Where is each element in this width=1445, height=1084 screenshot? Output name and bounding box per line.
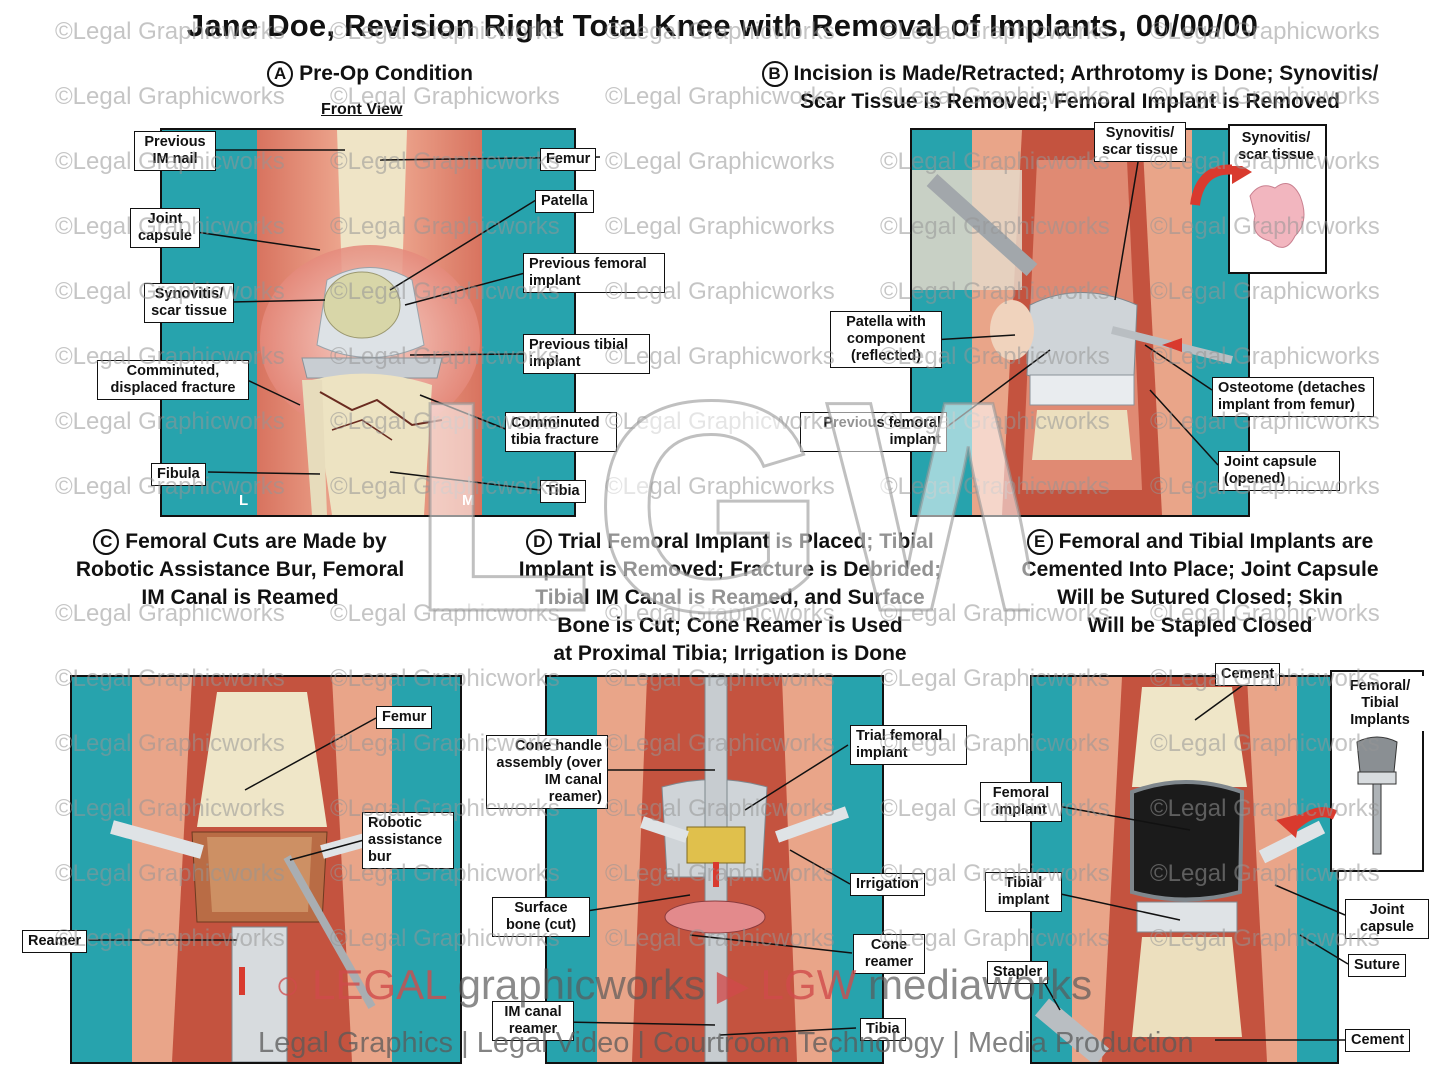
section-d-letter: D xyxy=(526,529,553,555)
implant-sample-icon xyxy=(1356,736,1398,855)
label-femur-c: Femur xyxy=(376,706,433,729)
knee-illustration-c xyxy=(110,677,414,1062)
front-view-label: Front View xyxy=(321,101,403,118)
knee-illustration-e xyxy=(1034,677,1326,1062)
label-synovitis-inset: Synovitis/ scar tissue xyxy=(1232,128,1320,166)
logo-legal: LEGAL xyxy=(312,961,446,1008)
panel-d-trial-implant xyxy=(545,675,884,1064)
scar-tissue-sample-icon xyxy=(1249,183,1305,248)
footer-logo: ○ LEGAL graphicworks ▶ LGW mediaworks xyxy=(275,960,1092,1009)
panel-e-cemented-implants xyxy=(1030,675,1339,1064)
label-previous-femoral-implant-a: Previous femoral implant xyxy=(523,253,665,293)
label-reamer: Reamer xyxy=(22,930,88,953)
label-tibia-d: Tibia xyxy=(860,1018,906,1041)
label-fibula: Fibula xyxy=(151,463,206,486)
panel-c-femoral-cuts xyxy=(70,675,462,1064)
label-cement-bottom: Cement xyxy=(1345,1029,1411,1052)
logo-graphicworks: graphicworks xyxy=(457,961,706,1008)
label-comminuted-tibia-fracture: Comminuted tibia fracture xyxy=(505,412,617,452)
logo-play-icon: ▶ xyxy=(716,961,749,1008)
label-femoral-implant-e: Femoral implant xyxy=(980,782,1062,822)
label-previous-im-nail: Previous IM nail xyxy=(134,131,216,171)
label-stapler: Stapler xyxy=(987,961,1049,984)
label-osteotome: Osteotome (detaches implant from femur) xyxy=(1212,377,1374,417)
section-b-letter: B xyxy=(761,61,788,87)
label-synovitis-b: Synovitis/ scar tissue xyxy=(1094,122,1186,162)
watermark-text: ©Legal Graphicworks xyxy=(605,148,835,175)
label-robotic-assistance-bur: Robotic assistance bur xyxy=(362,812,454,869)
label-irrigation: Irrigation xyxy=(850,873,925,896)
label-joint-capsule-e: Joint capsule xyxy=(1345,899,1429,939)
knee-illustration-d xyxy=(597,677,850,1062)
label-patella-with-component: Patella with component (reflected) xyxy=(830,311,942,368)
label-cone-handle-assembly: Cone handle assembly (over IM canal ream… xyxy=(486,735,608,809)
label-suture: Suture xyxy=(1348,954,1406,977)
footer-tagline: Legal Graphics | Legal Video | Courtroom… xyxy=(258,1027,1194,1059)
label-comminuted-displaced-fracture: Comminuted, displaced fracture xyxy=(97,360,249,400)
main-title: Jane Doe, Revision Right Total Knee with… xyxy=(186,8,1259,43)
watermark-text: ©Legal Graphicworks xyxy=(605,213,835,240)
watermark-text: ©Legal Graphicworks xyxy=(605,473,835,500)
label-joint-capsule-opened: Joint capsule (opened) xyxy=(1218,451,1340,491)
label-cone-reamer: Cone reamer xyxy=(853,934,925,974)
label-patella: Patella xyxy=(535,190,594,213)
label-tibia-a: Tibia xyxy=(540,480,586,503)
label-trial-femoral-implant: Trial femoral implant xyxy=(850,725,967,765)
lateral-side-label: L xyxy=(239,492,249,509)
label-surface-bone-cut: Surface bone (cut) xyxy=(492,897,590,937)
section-a-letter: A xyxy=(267,61,294,87)
knee-illustration-b xyxy=(912,130,1233,515)
label-tibial-implant: Tibial implant xyxy=(985,872,1062,912)
logo-lgw: LGW xyxy=(760,961,857,1008)
label-previous-femoral-implant-b: Previous femoral implant xyxy=(800,412,947,452)
label-previous-tibial-implant: Previous tibial implant xyxy=(523,334,650,374)
label-synovitis-a: Synovitis/ scar tissue xyxy=(144,283,234,323)
section-c-letter: C xyxy=(93,529,120,555)
label-cement-top: Cement xyxy=(1215,663,1281,686)
label-im-canal-reamer: IM canal reamer xyxy=(492,1001,574,1041)
medial-side-label: M xyxy=(462,492,475,509)
label-femur-a: Femur xyxy=(540,148,597,171)
label-implants-inset-title: Femoral/ Tibial Implants xyxy=(1336,676,1424,731)
logo-circle-icon: ○ xyxy=(275,961,301,1008)
panel-b-incision xyxy=(910,128,1250,517)
logo-mediaworks: mediaworks xyxy=(868,961,1093,1008)
section-e-letter: E xyxy=(1026,529,1053,555)
label-joint-capsule-a: Joint capsule xyxy=(130,208,200,248)
